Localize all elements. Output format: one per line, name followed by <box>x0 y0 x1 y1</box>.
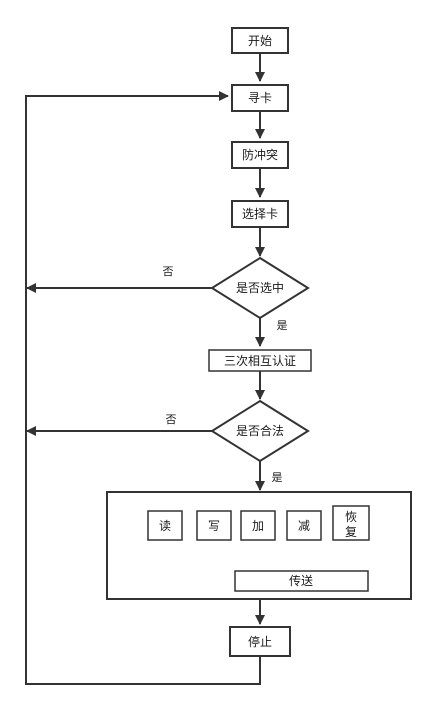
op-write: 写 <box>196 510 232 541</box>
decision-valid: 是否合法 <box>210 399 310 463</box>
select-card-node: 选择卡 <box>231 200 289 228</box>
transfer-node: 传送 <box>234 570 369 592</box>
loop-back-arrow <box>25 91 261 685</box>
stop-node: 停止 <box>229 626 291 657</box>
seek-card-node: 寻卡 <box>231 84 289 112</box>
op-restore-label-bottom: 复 <box>345 525 357 539</box>
anticollision-label: 防冲突 <box>242 147 278 162</box>
op-subtract: 减 <box>286 510 322 541</box>
op-read-label: 读 <box>159 519 171 533</box>
op-restore-label-top: 恢 <box>345 510 357 524</box>
transfer-label: 传送 <box>289 573 313 588</box>
op-write-label: 写 <box>208 519 220 533</box>
decision-selected: 是否选中 <box>210 256 310 320</box>
edge-label-yes-1: 是 <box>277 319 288 332</box>
edge-label-yes-2: 是 <box>272 471 283 484</box>
select-card-label: 选择卡 <box>242 207 278 221</box>
decision-selected-label: 是否选中 <box>236 280 284 295</box>
edge-label-no-2: 否 <box>166 413 177 426</box>
anticollision-node: 防冲突 <box>231 141 289 169</box>
op-restore: 恢 复 <box>332 505 370 541</box>
edge-label-no-1: 否 <box>163 265 174 278</box>
op-add-label: 加 <box>252 519 264 533</box>
mutual-auth-label: 三次相互认证 <box>224 354 296 368</box>
mutual-auth-node: 三次相互认证 <box>208 349 312 372</box>
start-label: 开始 <box>248 34 272 48</box>
op-add: 加 <box>240 510 276 541</box>
stop-label: 停止 <box>248 634 272 649</box>
decision-valid-label: 是否合法 <box>236 423 284 438</box>
start-node: 开始 <box>231 27 289 54</box>
op-read: 读 <box>147 510 183 541</box>
op-subtract-label: 减 <box>298 519 310 533</box>
seek-card-label: 寻卡 <box>248 91 272 105</box>
